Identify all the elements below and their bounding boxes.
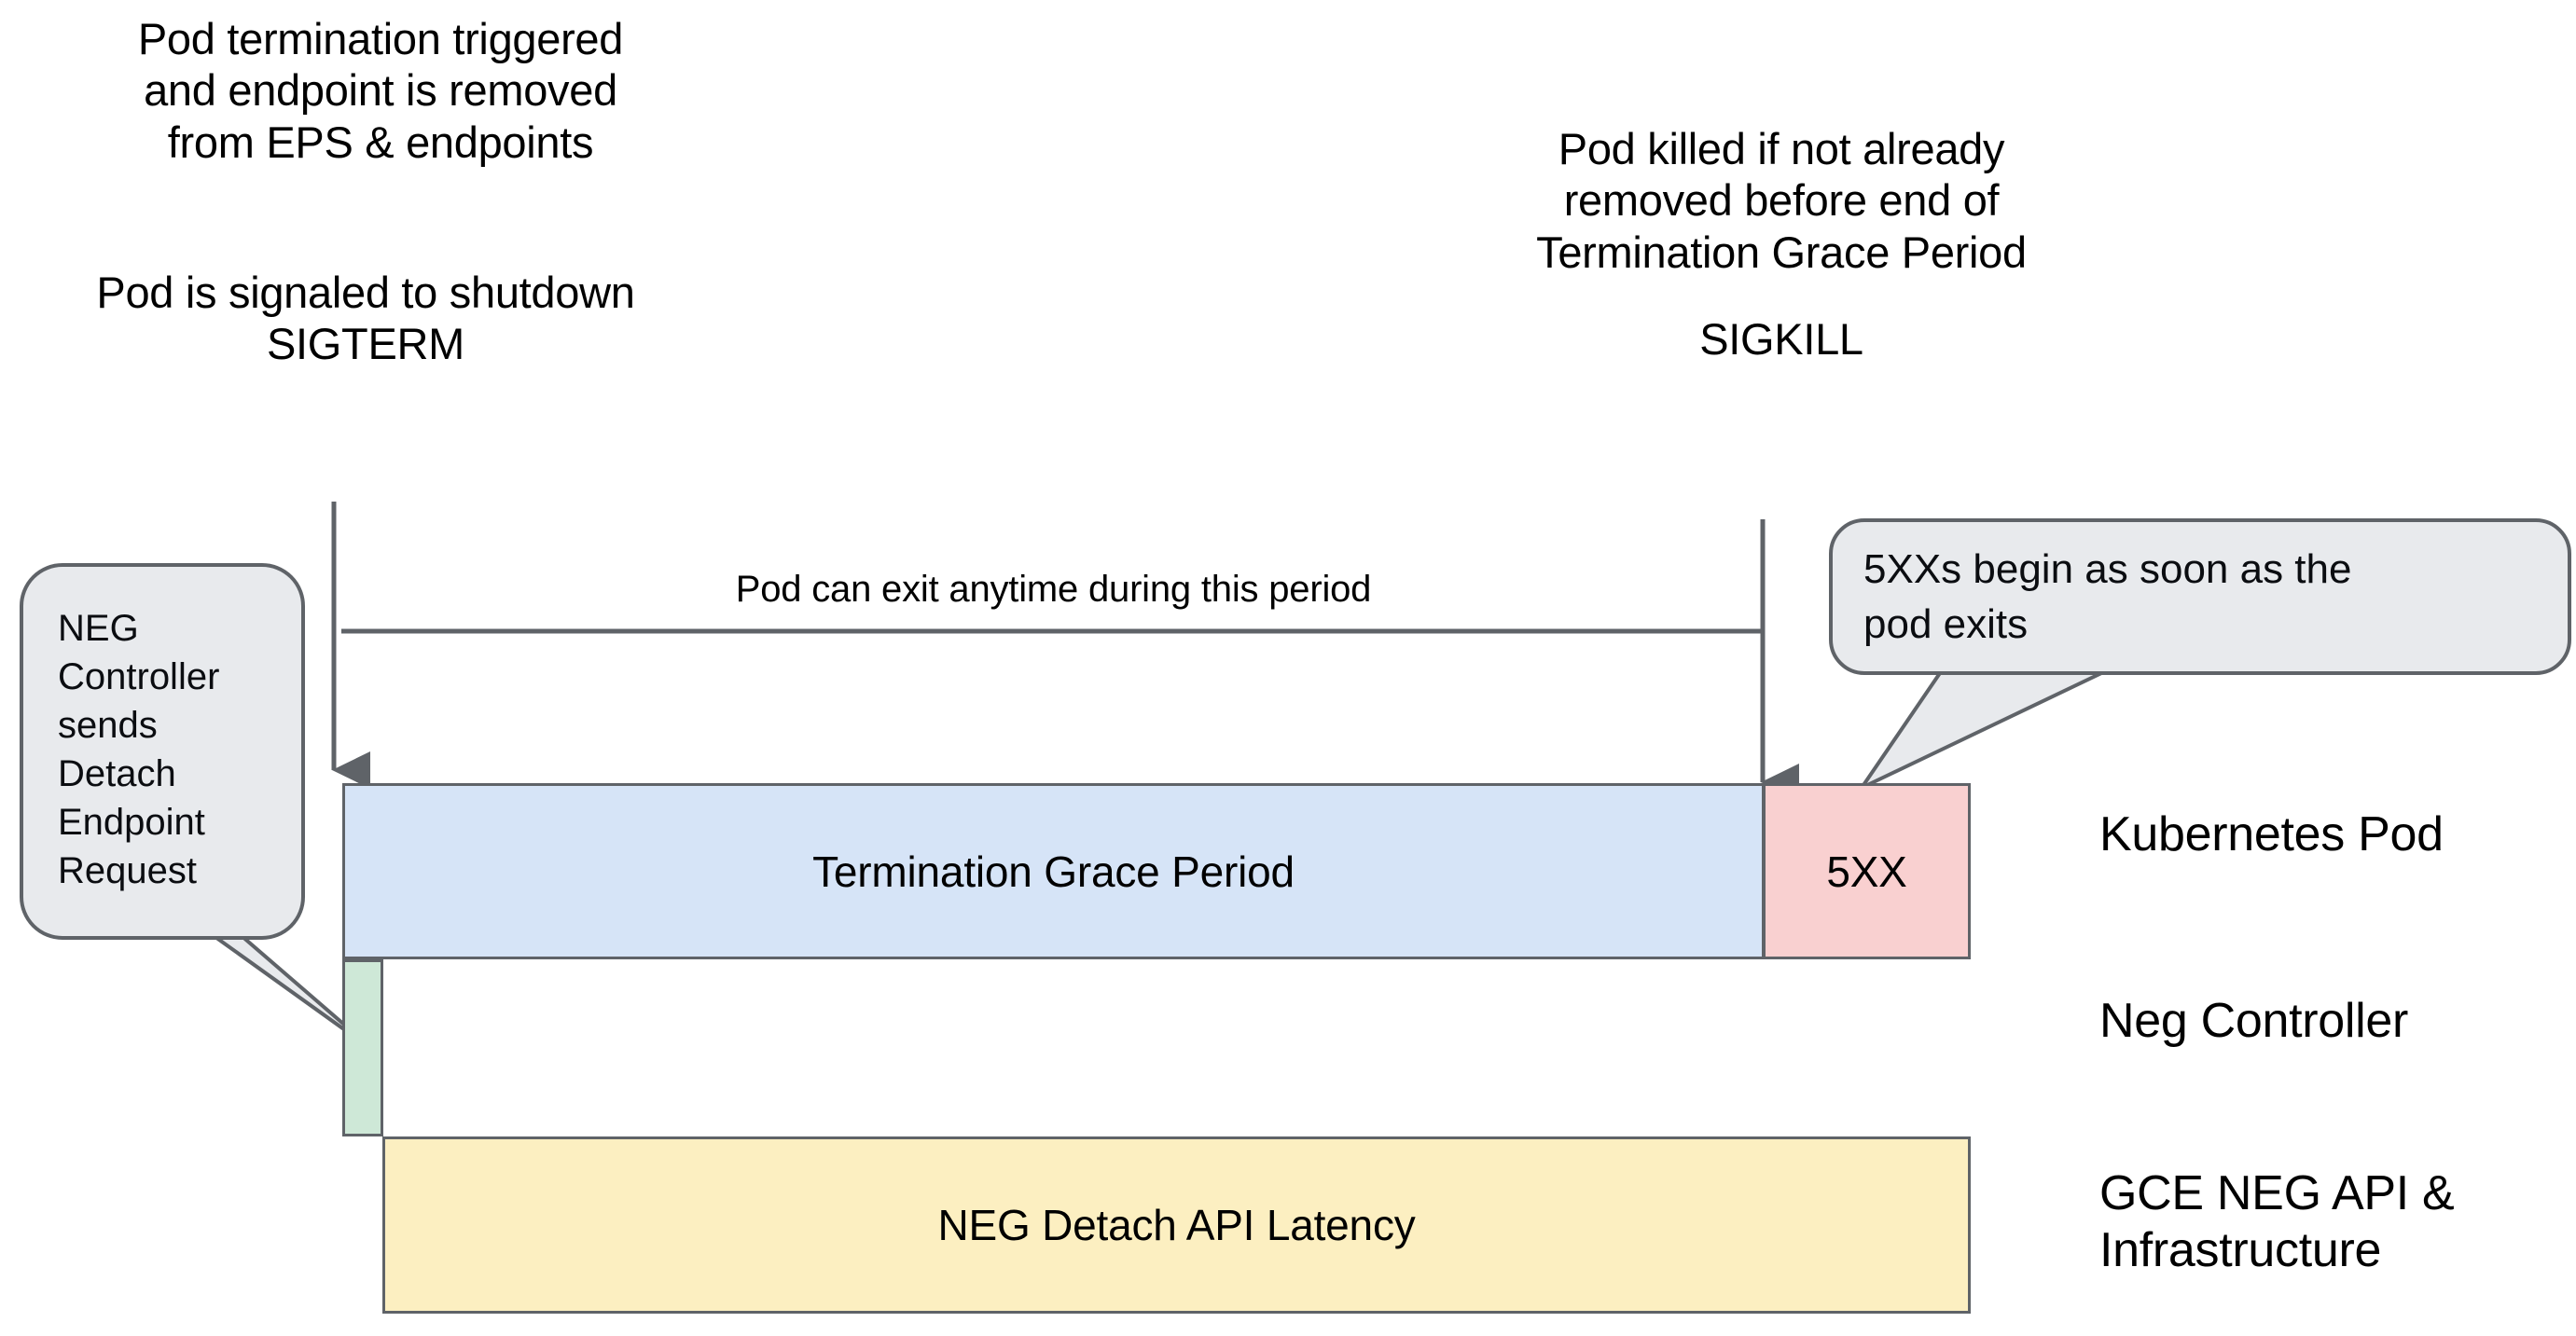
5xx-callout-label: 5XXs begin as soon as the pod exits [1863,546,2352,648]
lane-label-kubernetes-pod: Kubernetes Pod [2099,807,2444,861]
bar-5xx: 5XX [1763,783,1971,959]
bar-neg-detach-api-latency: NEG Detach API Latency [382,1136,1971,1314]
annotation-sigterm: Pod is signaled to shutdown SIGTERM [96,268,635,369]
neg-controller-callout-label: NEG Controller sends Detach Endpoint Req… [58,608,220,891]
timeline-period-label: Pod can exit anytime during this period [735,569,1372,610]
lane-label-gce-neg-api-infrastructure: GCE NEG API & Infrastructure [2099,1166,2455,1278]
bar-termination-grace-period-label: Termination Grace Period [812,847,1295,896]
bar-5xx-label: 5XX [1826,847,1907,896]
neg-controller-callout-bubble [20,563,305,940]
annotation-sigkill: SIGKILL [1699,314,1863,364]
bar-neg-detach-request [342,959,383,1136]
annotation-pod-termination-triggered: Pod termination triggered and endpoint i… [137,14,624,167]
lane-label-neg-controller: Neg Controller [2099,994,2409,1048]
bar-termination-grace-period: Termination Grace Period [342,783,1765,959]
bar-neg-detach-api-latency-label: NEG Detach API Latency [937,1201,1416,1249]
5xx-callout-bubble [1829,518,2571,675]
annotation-pod-killed: Pod killed if not already removed before… [1536,124,2027,277]
